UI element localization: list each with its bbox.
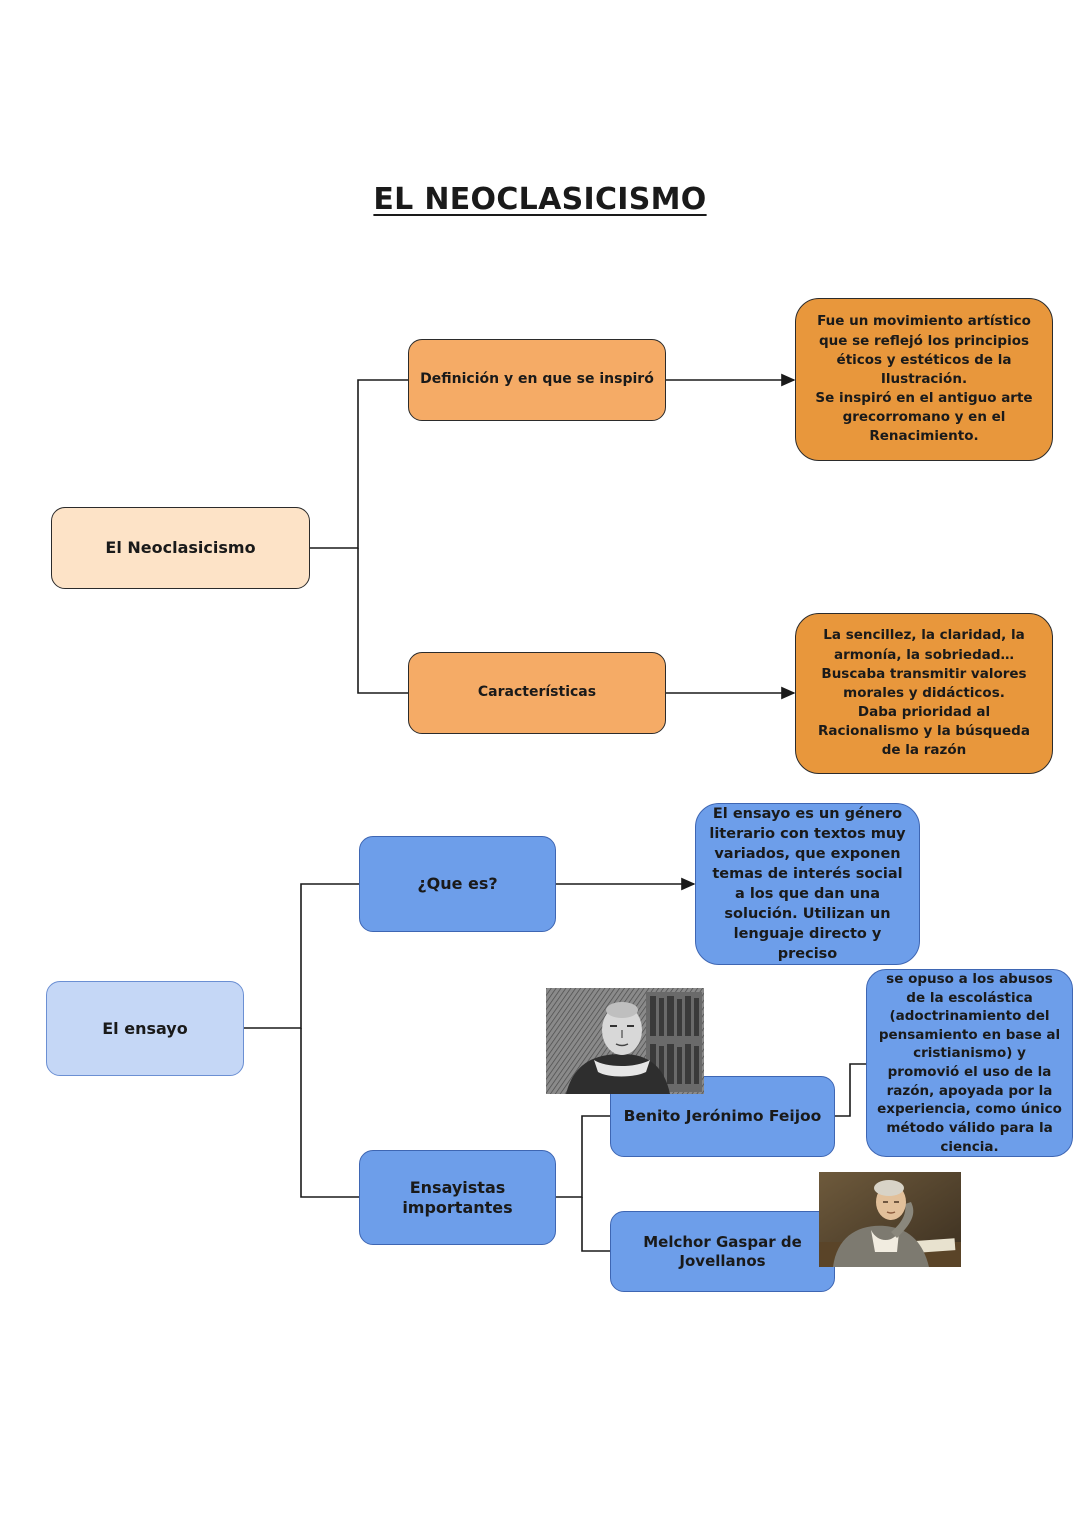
node-definicion-label: Definición y en que se inspiró <box>420 371 654 388</box>
node-que-es-label: ¿Que es? <box>417 874 498 893</box>
que-es-detail-text: El ensayo es un género literario con tex… <box>709 806 906 962</box>
node-el-neoclasicismo-label: El Neoclasicismo <box>105 538 256 557</box>
node-que-es-detail: El ensayo es un género literario con tex… <box>695 803 920 965</box>
node-que-es: ¿Que es? <box>359 836 556 932</box>
node-el-ensayo: El ensayo <box>46 981 244 1076</box>
node-caracteristicas-detail: La sencillez, la claridad, la armonía, l… <box>795 613 1053 774</box>
node-ensayistas-label: Ensayistas importantes <box>402 1177 513 1217</box>
node-feijoo-detail: se opuso a los abusos de la escolástica … <box>866 969 1073 1157</box>
node-caracteristicas-label: Características <box>477 684 597 701</box>
node-definicion-detail: Fue un movimiento artístico que se refle… <box>795 298 1053 461</box>
node-feijoo-label: Benito Jerónimo Feijoo <box>623 1106 822 1125</box>
node-ensayistas: Ensayistas importantes <box>359 1150 556 1245</box>
definicion-detail-text: Fue un movimiento artístico que se refle… <box>815 313 1033 445</box>
feijoo-portrait-image <box>546 988 704 1094</box>
node-jovellanos-label: Melchor Gaspar de Jovellanos <box>643 1232 802 1270</box>
node-el-neoclasicismo: El Neoclasicismo <box>51 507 310 589</box>
node-el-ensayo-label: El ensayo <box>102 1018 188 1038</box>
page-title: EL NEOCLASICISMO <box>373 182 707 217</box>
node-jovellanos: Melchor Gaspar de Jovellanos <box>610 1211 835 1292</box>
feijoo-detail-text: se opuso a los abusos de la escolástica … <box>877 970 1062 1155</box>
node-definicion: Definición y en que se inspiró <box>408 339 666 421</box>
node-caracteristicas: Características <box>408 652 666 734</box>
caracteristicas-detail-text: La sencillez, la claridad, la armonía, l… <box>818 627 1030 759</box>
jovellanos-portrait-image <box>819 1172 961 1267</box>
